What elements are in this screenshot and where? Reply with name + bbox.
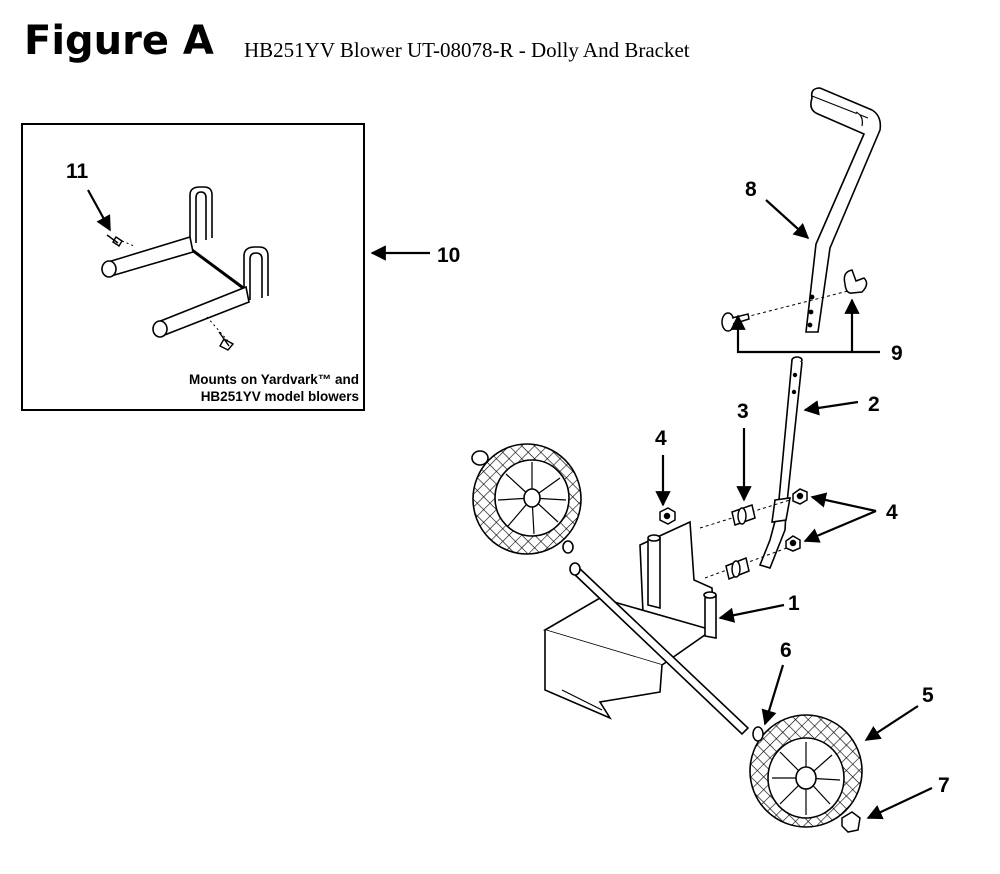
callout-9: 9	[891, 342, 903, 365]
callout-2: 2	[868, 393, 880, 416]
figure-label: Figure A	[24, 18, 214, 64]
bolt-and-wing-nut	[721, 269, 868, 332]
callout-10: 10	[437, 244, 460, 267]
inset-box	[21, 123, 365, 411]
handle	[805, 87, 882, 333]
callout-6: 6	[780, 639, 792, 662]
callout-5: 5	[922, 684, 934, 707]
callout-11: 11	[66, 160, 89, 183]
callout-8: 8	[745, 178, 757, 201]
callout-4-right: 4	[886, 501, 898, 524]
callout-7: 7	[938, 774, 950, 797]
inset-caption-line-1: Mounts on Yardvark™ and	[188, 372, 359, 387]
spacer-bolts	[699, 499, 796, 581]
wheel-rear	[471, 443, 582, 555]
nuts	[659, 488, 808, 552]
leader-arrows	[87, 189, 933, 820]
inset-caption: Mounts on Yardvark™ and HB251YV model bl…	[24, 371, 359, 405]
axle	[562, 540, 750, 736]
callout-1: 1	[788, 592, 800, 615]
callout-4-left: 4	[655, 427, 667, 450]
figure-title: HB251YV Blower UT-08078-R - Dolly And Br…	[244, 38, 690, 62]
dolly-frame	[543, 520, 717, 720]
wheel-front	[749, 714, 863, 828]
washer-and-cap	[752, 726, 861, 833]
callout-3: 3	[737, 400, 749, 423]
inset-caption-line-2: HB251YV model blowers	[200, 389, 359, 404]
mounting-bracket	[101, 186, 269, 351]
lower-handle-tube	[758, 356, 803, 569]
